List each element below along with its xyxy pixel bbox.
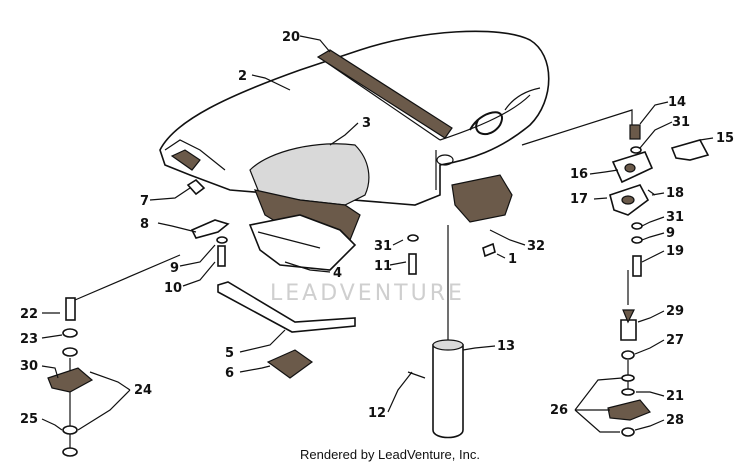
callout-23: 23 [20,332,38,347]
watermark: LEADVENTURE [270,281,465,306]
part-13-tube [407,225,464,439]
callout-25: 25 [20,412,38,427]
callout-16: 16 [570,167,588,182]
callout-8: 8 [140,217,149,232]
callout-18: 18 [666,186,684,201]
callout-labels: 20 2 3 7 8 9 10 4 31 11 32 1 14 31 15 16… [20,30,734,428]
part-32-pad [451,174,513,258]
callout-31-left: 31 [374,239,392,254]
callout-10: 10 [164,281,182,296]
callout-4: 4 [333,266,342,281]
callout-31-right: 31 [666,210,684,225]
part-8-bracket [190,219,230,239]
callout-27: 27 [666,333,684,348]
part-5-rod [217,281,356,333]
callout-26: 26 [550,403,568,418]
callout-5: 5 [225,346,234,361]
callout-9-right: 9 [666,226,675,241]
latch-assembly [521,109,710,437]
seat-pan [248,143,370,271]
fastener-9-10 [216,236,228,267]
callout-12: 12 [368,406,386,421]
callout-15: 15 [716,131,734,146]
callout-13: 13 [497,339,515,354]
callout-9: 9 [170,261,179,276]
part-7-clip [186,178,206,196]
callout-31-upper: 31 [672,115,690,130]
callout-21: 21 [666,389,684,404]
callout-20: 20 [282,30,300,45]
callout-19: 19 [666,244,684,259]
callout-3: 3 [362,116,371,131]
callout-7: 7 [140,194,149,209]
callout-24: 24 [134,383,152,398]
callout-1: 1 [508,252,517,267]
leader-lines [41,35,714,433]
callout-2: 2 [238,69,247,84]
mount-stack [47,254,181,457]
callout-29: 29 [666,304,684,319]
callout-6: 6 [225,366,234,381]
callout-11: 11 [374,259,392,274]
callout-22: 22 [20,307,38,322]
callout-28: 28 [666,413,684,428]
callout-30: 30 [20,359,38,374]
callout-17: 17 [570,192,588,207]
seat-assembly [159,30,550,206]
render-credit: Rendered by LeadVenture, Inc. [300,447,480,462]
part-6-pad [266,349,314,379]
fastener-31-11 [407,234,419,275]
callout-14: 14 [668,95,686,110]
callout-32: 32 [527,239,545,254]
